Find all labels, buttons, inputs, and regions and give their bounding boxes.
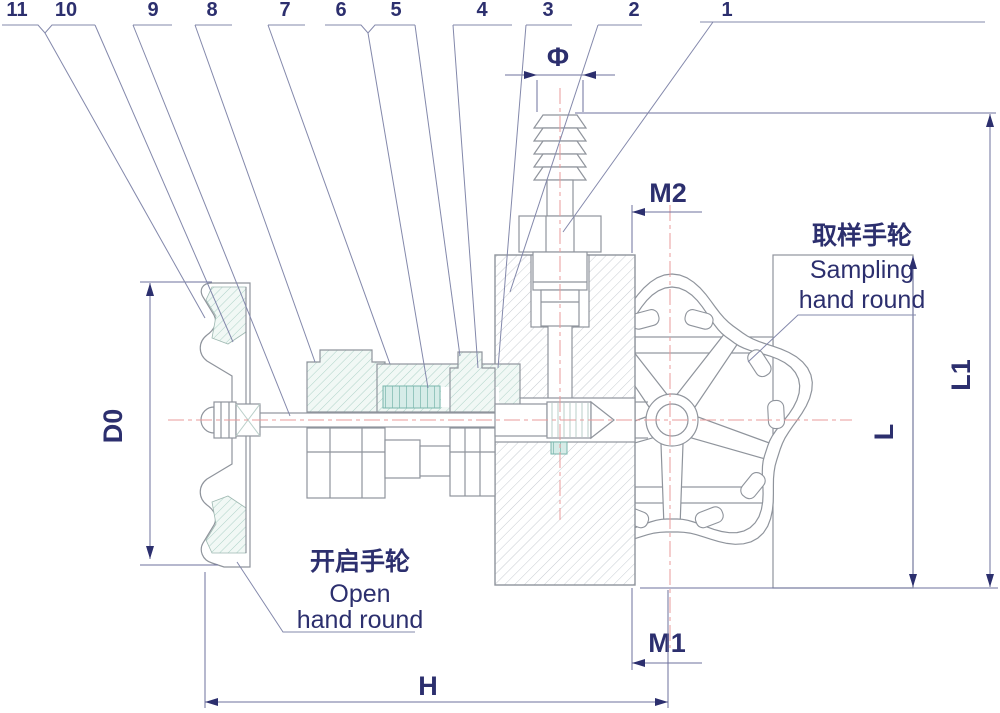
callout-10: 10	[55, 0, 77, 21]
annotations: 取样手轮 Sampling hand round 开启手轮 Open hand …	[236, 221, 926, 634]
callout-7: 7	[279, 0, 290, 21]
label-open-cn: 开启手轮	[310, 547, 410, 576]
callout-2: 2	[628, 0, 639, 21]
gland	[449, 351, 496, 413]
label-open-en2: hand round	[297, 606, 424, 634]
bonnet-step	[384, 439, 421, 479]
packing	[382, 385, 441, 409]
seat-seal	[550, 441, 568, 455]
callout-5: 5	[390, 0, 401, 21]
bonnet	[306, 349, 386, 413]
dim-l1: L1	[946, 359, 976, 391]
callout-9: 9	[147, 0, 158, 21]
stem-assembly	[257, 349, 615, 499]
barb-ring	[532, 153, 588, 168]
handwheel-grip-slot	[767, 399, 786, 430]
label-sampling-en1: Sampling	[810, 256, 914, 284]
open-handwheel-section	[199, 282, 261, 568]
dim-phi: Φ	[547, 42, 569, 72]
dim-h: H	[418, 671, 438, 701]
dim-d0: D0	[98, 409, 128, 444]
centerlines	[168, 88, 852, 648]
callout-underlines	[2, 21, 985, 34]
dim-m1: M1	[648, 628, 686, 658]
dim-m2: M2	[649, 178, 687, 208]
sampling-label-leader	[747, 314, 916, 363]
handwheel-spoke	[690, 416, 777, 462]
dim-l: L	[869, 424, 899, 441]
callout-1: 1	[721, 0, 732, 21]
barb-ring	[532, 127, 588, 142]
callout-6: 6	[335, 0, 346, 21]
label-open-en1: Open	[329, 580, 390, 608]
handwheel-grip-slot	[740, 471, 766, 500]
union-nut	[449, 427, 496, 497]
callout-11: 11	[6, 0, 27, 21]
part-callouts: 11 10 9 8 7 6 5 4 3 2 1	[2, 0, 985, 417]
dimensions: Φ M2 M1 H D0 L L1	[98, 42, 998, 708]
handwheel-spoke	[660, 443, 684, 528]
callout-leaders	[44, 21, 714, 417]
label-sampling-en2: hand round	[799, 286, 926, 314]
handwheel-grip-slot	[684, 309, 714, 330]
label-sampling-cn: 取样手轮	[812, 221, 912, 250]
callout-4: 4	[476, 0, 488, 21]
stem-sleeve	[419, 445, 451, 477]
open-label-leader	[236, 561, 415, 633]
callout-3: 3	[542, 0, 553, 21]
bonnet-hex-nut	[306, 427, 386, 499]
callout-8: 8	[206, 0, 217, 21]
handwheel-grip-slot	[694, 506, 724, 529]
